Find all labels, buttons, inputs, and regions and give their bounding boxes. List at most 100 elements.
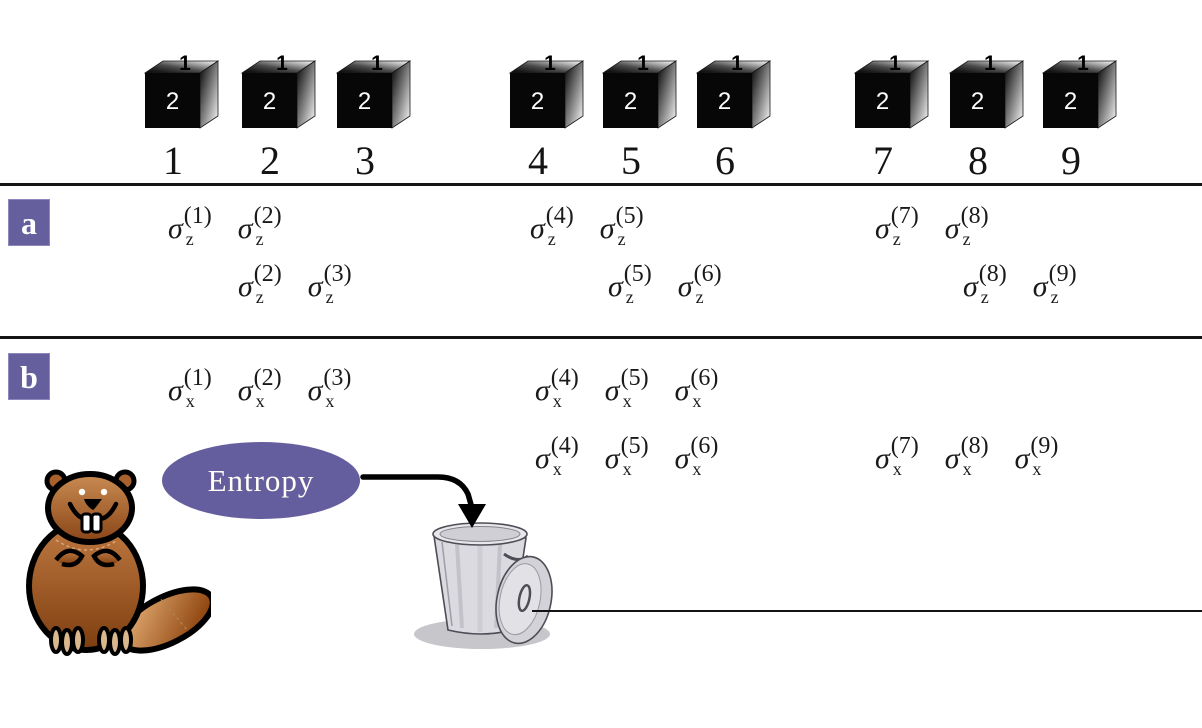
sigma-superscript: (1) bbox=[183, 203, 212, 229]
sigma-subscript: x bbox=[622, 459, 632, 479]
sigma-term: σ(4)x bbox=[535, 434, 579, 484]
sigma-term: σ(5)x bbox=[605, 434, 649, 484]
cube-number: 4 bbox=[528, 138, 548, 183]
sigma-subscript: x bbox=[892, 459, 902, 479]
sigma-term: σ(5)z bbox=[608, 262, 652, 312]
cube-top-label: 1 bbox=[371, 52, 383, 75]
sigma-superscript: (2) bbox=[253, 203, 282, 229]
sigma-symbol: σ bbox=[875, 442, 890, 475]
sigma-symbol: σ bbox=[535, 374, 550, 407]
divider-line-top bbox=[0, 183, 1202, 186]
sigma-term: σ(6)x bbox=[675, 366, 719, 416]
sigma-term: σ(8)z bbox=[963, 262, 1007, 312]
sigma-term: σ(2)z bbox=[238, 204, 282, 254]
sigma-superscript: (9) bbox=[1048, 261, 1077, 287]
cube-front-label: 2 bbox=[166, 88, 179, 115]
cube-icon: 12 bbox=[1042, 52, 1118, 129]
sigma-term: σ(2)z bbox=[238, 262, 282, 312]
sigma-term: σ(9)x bbox=[1015, 434, 1059, 484]
sigma-term: σ(5)x bbox=[605, 366, 649, 416]
cube-front-label: 2 bbox=[531, 88, 544, 115]
sigma-subscript: x bbox=[692, 391, 702, 411]
sigma-subscript: z bbox=[1050, 287, 1059, 307]
sigma-subscript: x bbox=[1032, 459, 1042, 479]
sigma-term: σ(6)x bbox=[675, 434, 719, 484]
cube-top-label: 1 bbox=[544, 52, 556, 75]
cube-number: 3 bbox=[355, 138, 375, 183]
cube-number: 6 bbox=[715, 138, 735, 183]
cube-icon: 12 bbox=[336, 52, 412, 129]
sigma-symbol: σ bbox=[307, 270, 323, 303]
cube-top-label: 1 bbox=[731, 52, 743, 75]
sigma-subscript: x bbox=[552, 391, 562, 411]
cube-front-label: 2 bbox=[718, 88, 731, 115]
sigma-superscript: (6) bbox=[690, 433, 719, 459]
sigma-superscript: (8) bbox=[960, 433, 989, 459]
sigma-superscript: (8) bbox=[960, 203, 989, 229]
sigma-term: σ(8)z bbox=[945, 204, 989, 254]
sigma-subscript: z bbox=[980, 287, 989, 307]
sigma-superscript: (5) bbox=[623, 261, 652, 287]
cube-number: 5 bbox=[621, 138, 641, 183]
cube-front-label: 2 bbox=[624, 88, 637, 115]
cube-icon: 12 bbox=[602, 52, 678, 129]
sigma-symbol: σ bbox=[604, 442, 620, 475]
cube-icon: 12 bbox=[949, 52, 1025, 129]
sigma-symbol: σ bbox=[944, 212, 960, 245]
sigma-subscript: x bbox=[622, 391, 632, 411]
beaver-icon bbox=[26, 469, 211, 656]
sigma-symbol: σ bbox=[677, 270, 693, 303]
sigma-superscript: (2) bbox=[253, 261, 282, 287]
sigma-term: σ(7)x bbox=[875, 434, 919, 484]
sigma-symbol: σ bbox=[944, 442, 960, 475]
sigma-superscript: (4) bbox=[550, 433, 579, 459]
baseline-line bbox=[532, 610, 1202, 612]
sigma-superscript: (9) bbox=[1030, 433, 1059, 459]
sigma-term: σ(7)z bbox=[875, 204, 919, 254]
sigma-superscript: (5) bbox=[615, 203, 644, 229]
cube-number: 2 bbox=[260, 138, 280, 183]
sigma-subscript: x bbox=[962, 459, 972, 479]
cube-icon: 12 bbox=[854, 52, 930, 129]
cube-icon: 12 bbox=[241, 52, 317, 129]
cube-front-label: 2 bbox=[263, 88, 276, 115]
sigma-symbol: σ bbox=[238, 270, 253, 303]
sigma-symbol: σ bbox=[307, 374, 323, 407]
cube-top-label: 1 bbox=[1077, 52, 1089, 75]
sigma-symbol: σ bbox=[875, 212, 890, 245]
sigma-superscript: (6) bbox=[690, 365, 719, 391]
sigma-symbol: σ bbox=[237, 212, 253, 245]
sigma-subscript: z bbox=[625, 287, 634, 307]
trash-can-icon bbox=[414, 522, 553, 649]
sigma-symbol: σ bbox=[168, 374, 183, 407]
sigma-superscript: (7) bbox=[890, 203, 919, 229]
sigma-subscript: z bbox=[255, 229, 264, 249]
sigma-symbol: σ bbox=[674, 374, 690, 407]
sigma-superscript: (4) bbox=[545, 203, 574, 229]
cube-number: 8 bbox=[968, 138, 988, 183]
cube-icon: 12 bbox=[696, 52, 772, 129]
sigma-term: σ(6)z bbox=[678, 262, 722, 312]
sigma-subscript: x bbox=[255, 391, 265, 411]
sigma-term: σ(1)x bbox=[168, 366, 212, 416]
cube-top-label: 1 bbox=[984, 52, 996, 75]
sigma-subscript: z bbox=[617, 229, 626, 249]
sigma-symbol: σ bbox=[530, 212, 545, 245]
sigma-subscript: z bbox=[547, 229, 556, 249]
cube-front-label: 2 bbox=[971, 88, 984, 115]
cube-number: 9 bbox=[1061, 138, 1081, 183]
sigma-subscript: x bbox=[185, 391, 195, 411]
cube-front-label: 2 bbox=[358, 88, 371, 115]
sigma-superscript: (5) bbox=[620, 365, 649, 391]
sigma-subscript: x bbox=[552, 459, 562, 479]
